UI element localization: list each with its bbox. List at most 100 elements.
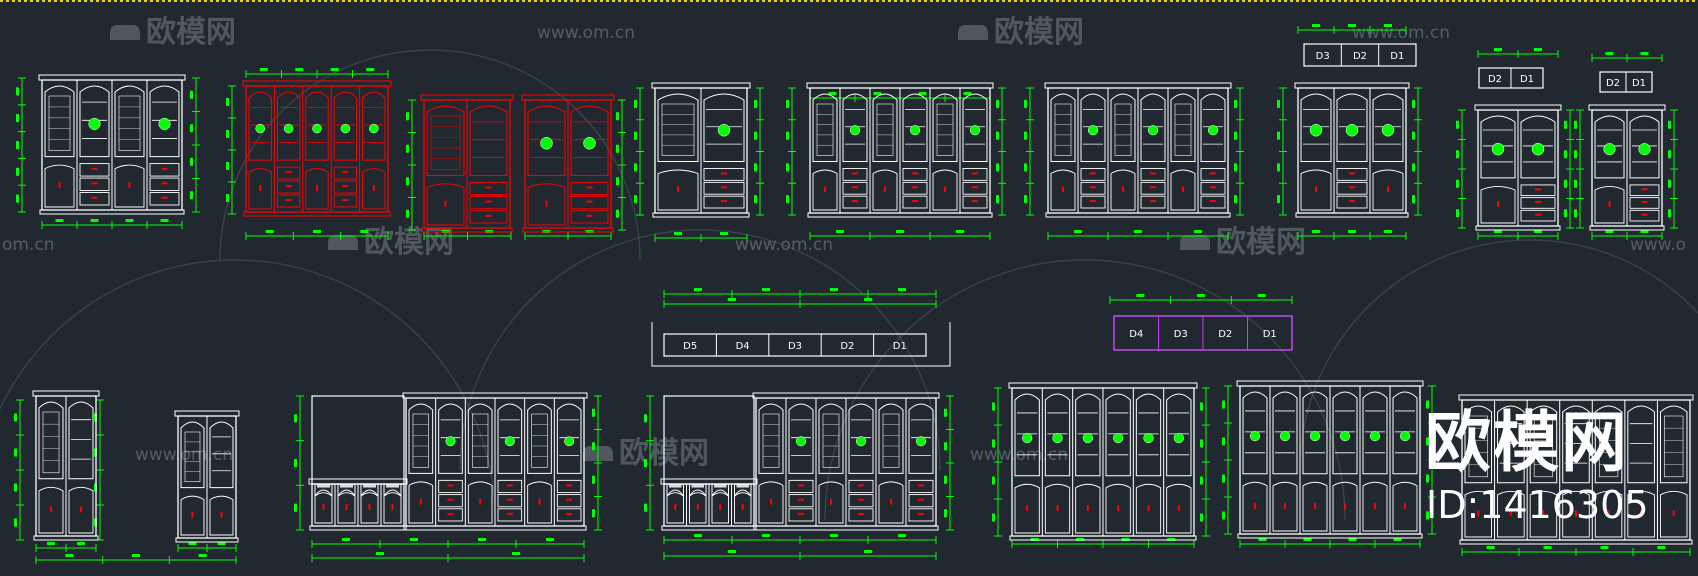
lower-door [1392, 481, 1418, 532]
glass-panel [430, 115, 461, 170]
cabinet-elevation-3 [806, 82, 994, 218]
glass-door [1336, 93, 1368, 162]
glass-door [1044, 393, 1071, 477]
watermark-arc [824, 259, 1346, 521]
plan-label: D1 [893, 341, 907, 352]
door-handle [1254, 502, 1256, 509]
glass-door [38, 401, 64, 480]
glass-door [1075, 393, 1101, 477]
dimension-label [786, 195, 789, 204]
drawer [908, 494, 934, 508]
dimension-label [694, 288, 702, 291]
glass-door [68, 401, 94, 480]
glass-door [114, 85, 145, 158]
dimension-label [864, 550, 872, 553]
drawer [1080, 195, 1106, 209]
decor-vase [1143, 432, 1154, 444]
glass-door [1272, 391, 1298, 475]
dimension-label [265, 230, 274, 233]
lower-door [527, 481, 552, 524]
drawer [1200, 195, 1226, 209]
dimension-label [190, 191, 193, 200]
lower-door [878, 481, 904, 524]
cabinet-elevation-red-3 [521, 94, 615, 233]
dimension-label [634, 131, 637, 140]
drawer [469, 210, 508, 224]
drawer-handle [506, 512, 513, 515]
drawer-handle [506, 498, 513, 501]
door-handle [545, 200, 548, 207]
lower-door [1594, 490, 1623, 538]
glass-door [962, 93, 988, 162]
drawer [149, 177, 180, 191]
low-cabinet-1 [308, 478, 408, 531]
dimension-label [944, 408, 947, 417]
drawer [788, 508, 814, 522]
drawer-handle [342, 171, 349, 174]
dimension-label [1136, 294, 1145, 297]
glass-panel [762, 413, 780, 468]
drawer-handle [566, 484, 573, 487]
door-handle [220, 511, 223, 518]
dimension-label [16, 167, 19, 176]
drawer [1336, 168, 1368, 181]
dimension-label [198, 554, 207, 557]
dimension-label [1200, 476, 1203, 485]
dimension-label [55, 219, 64, 222]
glass-door [1170, 93, 1196, 162]
decor-vase [795, 436, 807, 447]
drawer [570, 210, 609, 224]
drawer [438, 508, 463, 522]
decor-vase [255, 123, 265, 134]
dimension-label [592, 509, 595, 518]
decor-vase [1381, 123, 1395, 137]
decor-vase [1309, 123, 1323, 137]
drawer-handle [285, 171, 292, 174]
dimension-label [294, 459, 297, 467]
lower-door [383, 492, 402, 524]
dimension-label [1668, 150, 1671, 159]
dimension-label [728, 298, 736, 301]
drawer [79, 177, 110, 191]
dimension-label [996, 131, 999, 140]
door-handle [368, 504, 371, 511]
drawer [1520, 184, 1556, 197]
plan-label: D2 [840, 341, 854, 352]
plan-label: D2 [1218, 329, 1232, 340]
drawer-handle [1535, 200, 1541, 203]
glass-door [497, 403, 523, 474]
dimension-label [14, 518, 17, 527]
plan-label: D1 [1263, 329, 1277, 340]
glass-door [1659, 405, 1688, 484]
door-handle [1284, 502, 1286, 509]
glass-door [305, 91, 329, 161]
dimension-label [1600, 546, 1609, 549]
drawer-handle [91, 167, 98, 170]
dimension-label [1234, 163, 1237, 172]
cabinet-elevation-8 [32, 390, 100, 541]
dimension-label [918, 92, 927, 95]
dimension-label [754, 195, 757, 204]
drawer-handle [721, 200, 727, 203]
lower-door [812, 169, 838, 211]
glass-panel [1598, 415, 1619, 478]
decor-vase [1082, 432, 1093, 444]
door-handle [1608, 200, 1611, 207]
glass-door [79, 85, 110, 158]
dimension-label [694, 534, 702, 537]
lower-door [1166, 483, 1192, 534]
lower-door [758, 481, 784, 524]
door-handle [944, 186, 946, 193]
dimension-label [1384, 24, 1392, 27]
drawer [703, 168, 745, 181]
glass-door [1140, 93, 1166, 162]
glass-door [1529, 405, 1558, 484]
dimension-label [1222, 511, 1225, 520]
cabinet-elevation-13 [1236, 380, 1424, 539]
drawer-handle [798, 512, 804, 515]
drawer [902, 168, 928, 181]
glass-panel [1468, 415, 1488, 478]
